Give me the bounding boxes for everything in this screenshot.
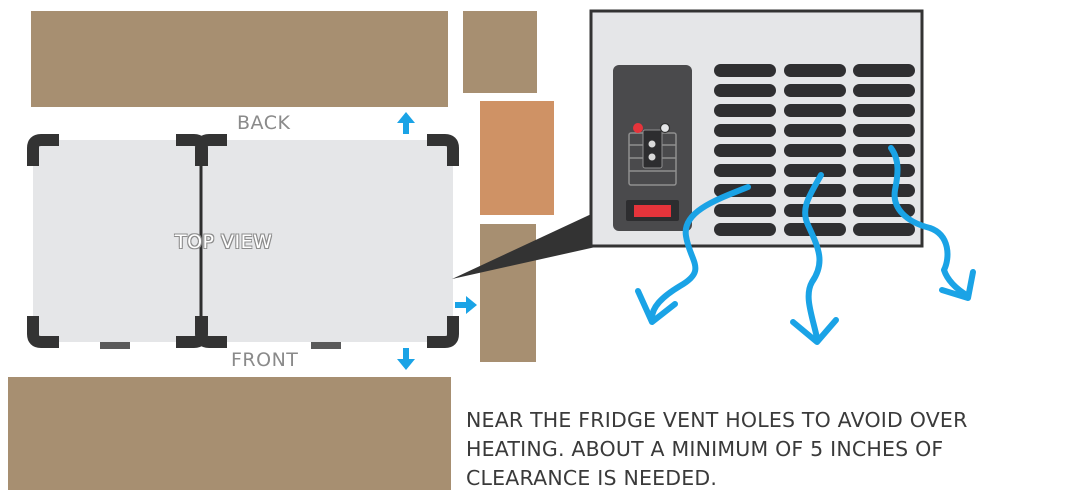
note-line: HEATING. ABOUT A MINIMUM OF 5 INCHES OF [466,437,944,461]
label-top-view: TOP VIEW [175,231,273,253]
note-line: NEAR THE FRIDGE VENT HOLES TO AVOID OVER [466,408,968,432]
corner-bracket [27,134,59,166]
arrow-icon [455,296,477,314]
callout-pointer [452,210,600,279]
vent-grille [714,64,915,236]
corner-bracket [195,134,227,166]
corner-bracket [427,134,459,166]
corner-bracket [195,316,227,348]
label-back: BACK [237,112,291,134]
corner-bracket [427,316,459,348]
wall-back-right [463,11,537,93]
fridge-top-view [27,134,459,349]
label-front: FRONT [231,349,299,371]
corner-bracket [27,316,59,348]
rear-panel-detail [589,9,924,248]
fridge-foot [100,342,130,349]
fridge-unit-right [201,140,453,342]
airflow-wave-icon [790,172,839,345]
arrow-icon [397,348,415,370]
wall-front-bottom [8,377,451,490]
fridge-foot [311,342,341,349]
airflow-wave-icon [635,184,751,325]
side-panel-accent [480,101,554,215]
airflow-wave-icon [888,145,976,301]
wall-back-top [31,11,448,107]
clearance-note: NEAR THE FRIDGE VENT HOLES TO AVOID OVER… [466,406,1066,493]
fridge-unit-left [33,140,202,342]
arrow-icon [397,112,415,134]
note-line: CLEARANCE IS NEEDED. [466,466,718,490]
power-switch-icon [626,200,679,221]
power-connector-icon [628,122,677,186]
